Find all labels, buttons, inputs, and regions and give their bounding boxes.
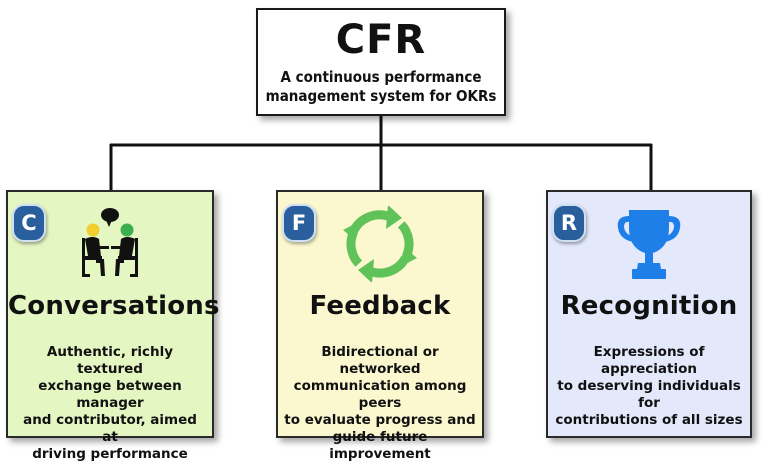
root-subtitle: A continuous performance management syst… [258, 68, 504, 106]
feedback-card: F Feedback Bidirectional or networked co… [276, 190, 484, 462]
description-line: driving performance [32, 446, 188, 462]
recycle-arrows-icon [278, 206, 482, 284]
conversations-description: Authentic, richly textured exchange betw… [14, 344, 206, 463]
feedback-description: Bidirectional or networked communication… [284, 344, 476, 463]
description-line: and contributor, aimed at [23, 412, 197, 445]
root-subtitle-line-2: management system for OKRs [265, 87, 497, 105]
recognition-badge: R [552, 204, 586, 242]
description-line: Expressions of appreciation [593, 344, 705, 377]
connector-lines [109, 116, 653, 190]
description-line: to deserving individuals for [557, 378, 741, 411]
description-line: Authentic, richly textured [46, 344, 174, 377]
description-line: Bidirectional or networked [321, 344, 439, 377]
recognition-title: Recognition [560, 291, 738, 321]
description-line: to evaluate progress and [284, 412, 476, 428]
description-line: exchange between manager [38, 378, 182, 411]
root-subtitle-line-1: A continuous performance [280, 68, 482, 86]
recognition-card: R Recognition Expressions of appreciatio… [546, 190, 752, 438]
description-line: contributions of all sizes [555, 412, 743, 428]
conversations-badge: C [12, 204, 46, 242]
conversations-card: C Conversations Authentic, richly t [6, 190, 220, 462]
description-line: communication among peers [293, 378, 467, 411]
feedback-badge: F [282, 204, 316, 242]
root-title: CFR [335, 17, 427, 63]
recognition-description: Expressions of appreciation to deserving… [554, 344, 744, 429]
feedback-title: Feedback [309, 291, 451, 321]
conversations-title: Conversations [8, 291, 220, 321]
two-people-talking-icon [8, 206, 212, 284]
description-line: guide future improvement [329, 429, 431, 462]
trophy-icon [548, 206, 750, 284]
cfr-root-box: CFR A continuous performance management … [256, 8, 506, 116]
